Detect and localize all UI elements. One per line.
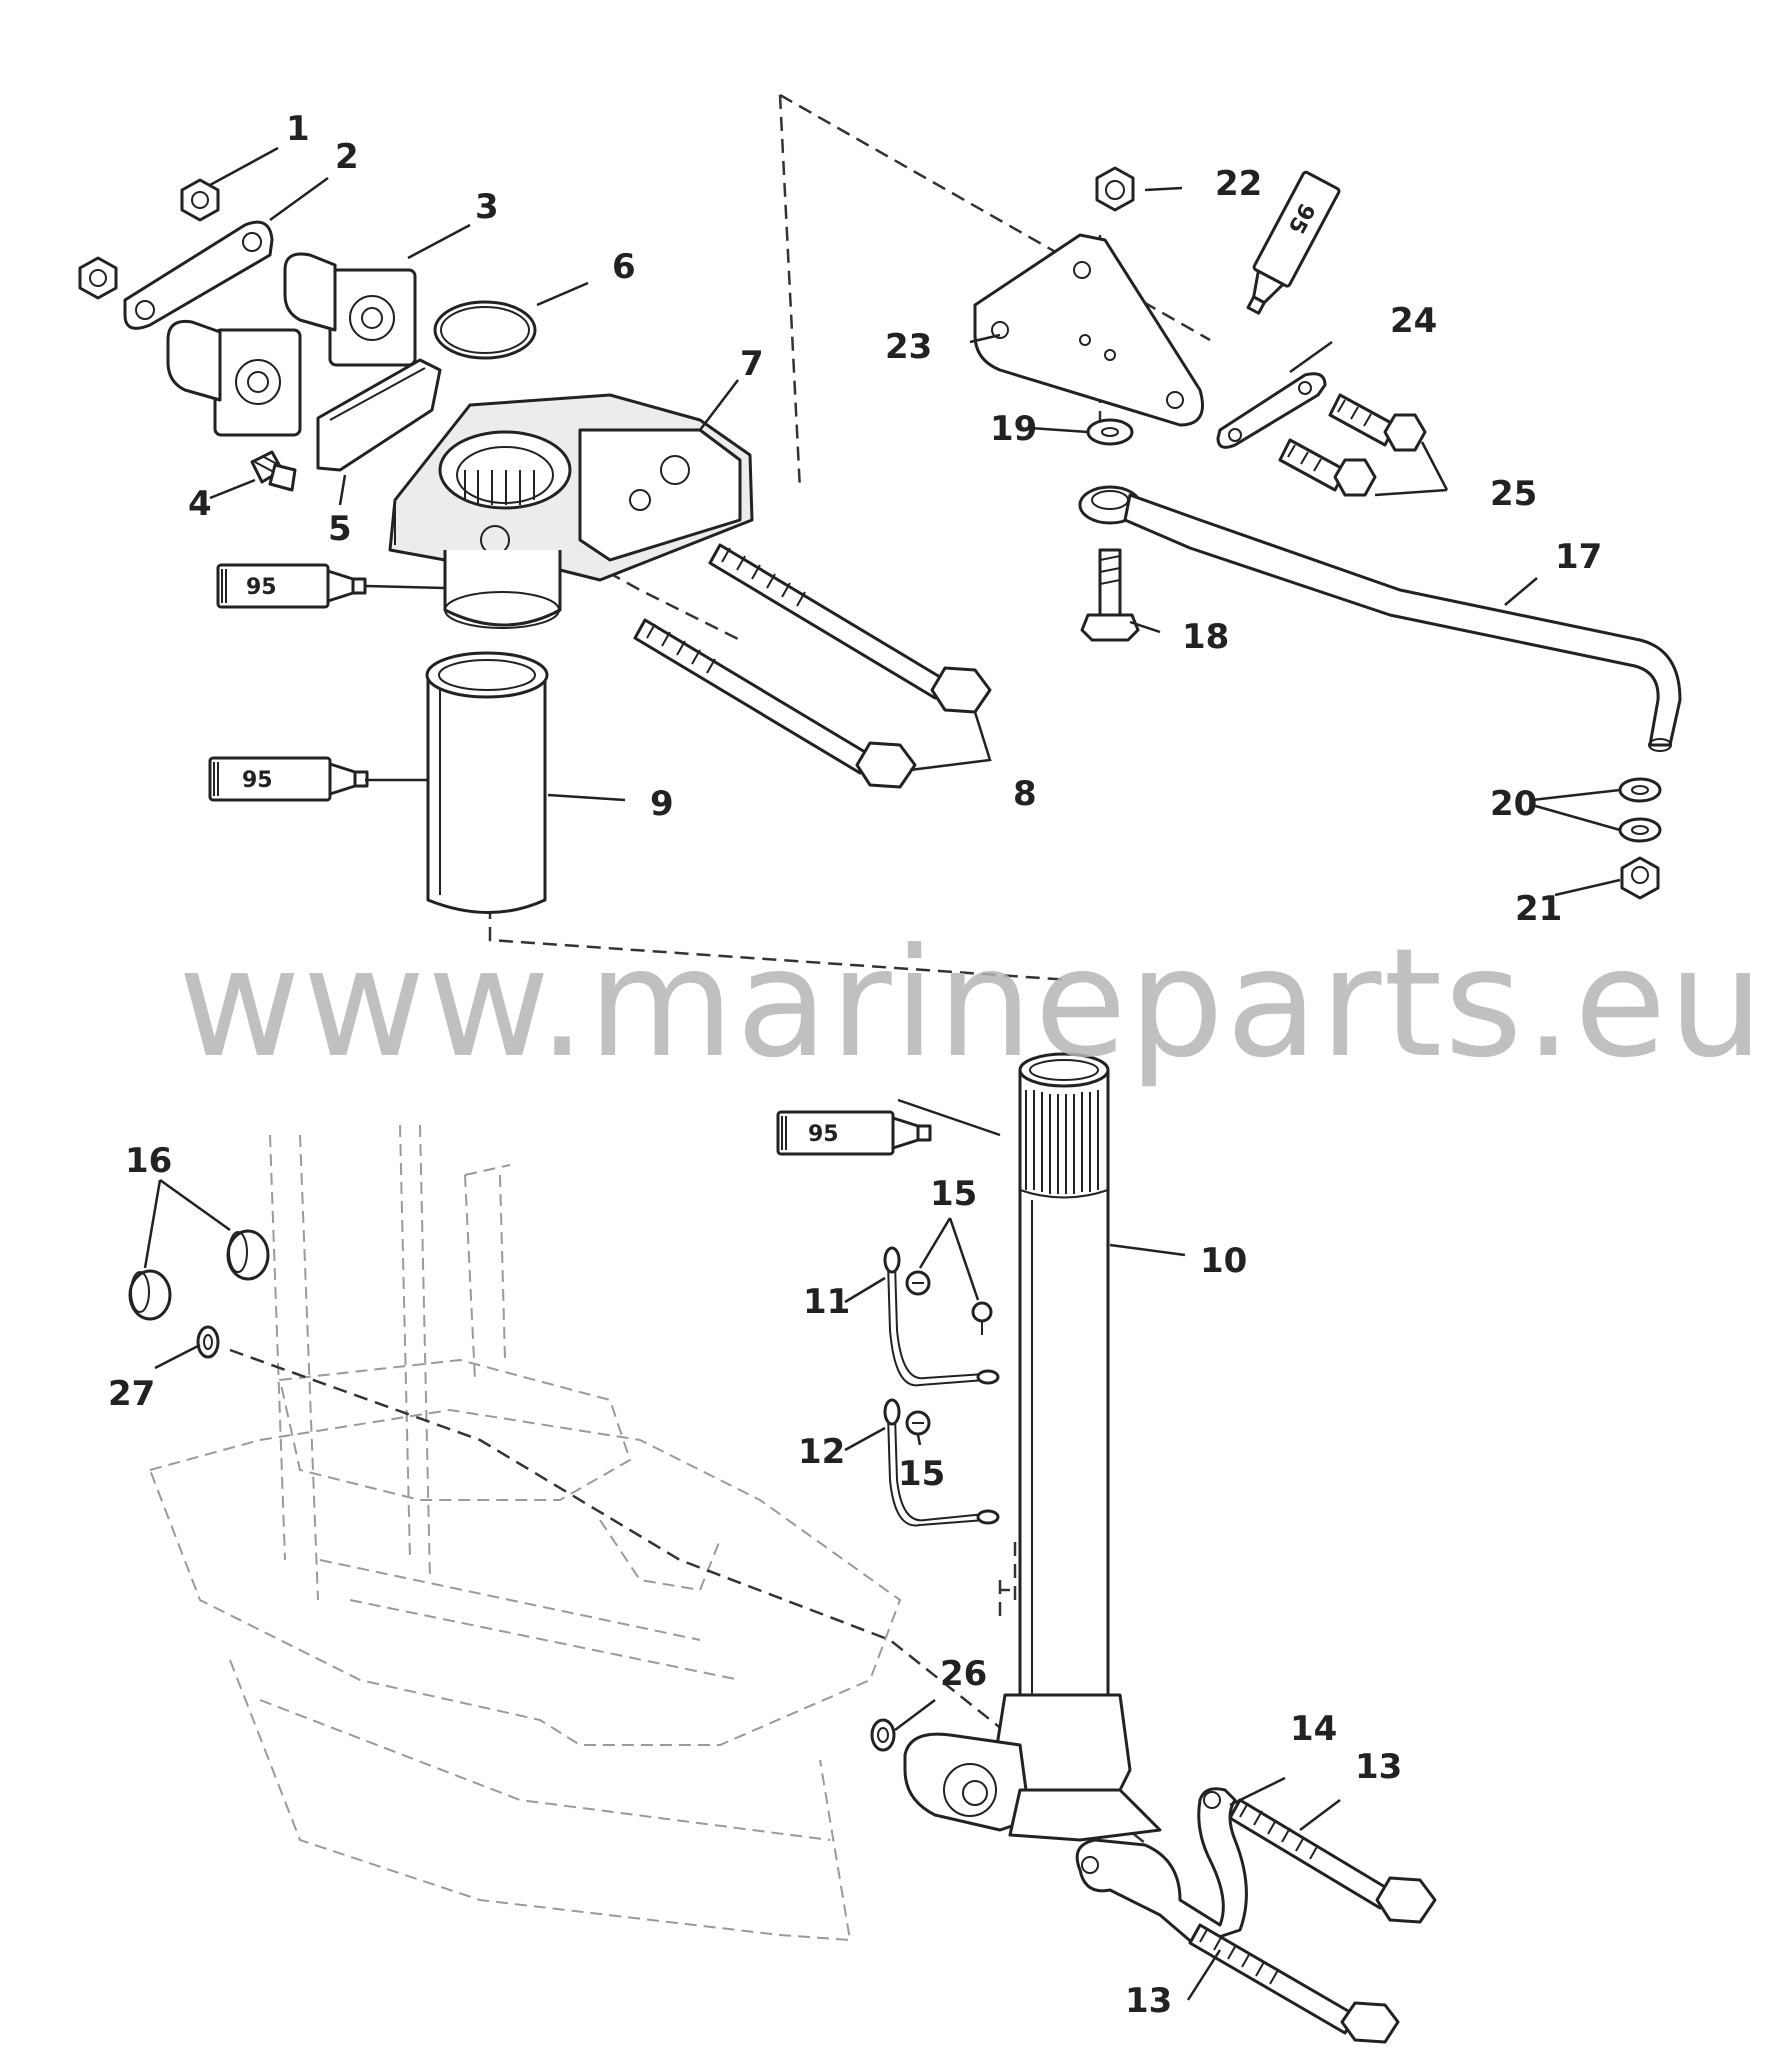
lubricant-tube-1-label: 95 — [246, 575, 277, 600]
lubricant-tube-2: 95 — [208, 756, 369, 802]
part-15-screw-a — [905, 1270, 931, 1296]
part-16-cap-lower — [128, 1269, 172, 1321]
callout-26: 26 — [940, 1654, 987, 1694]
part-3-mount-lower — [166, 319, 302, 437]
part-14-clamp — [1075, 1787, 1248, 1947]
callout-21: 21 — [1515, 889, 1562, 929]
part-7-swivel-housing — [388, 393, 754, 582]
callout-18: 18 — [1182, 617, 1229, 657]
part-16-cap-upper — [226, 1229, 270, 1281]
callout-8: 8 — [1013, 774, 1037, 814]
callout-20: 20 — [1490, 784, 1537, 824]
callout-27: 27 — [108, 1374, 155, 1414]
part-1-nut — [180, 178, 220, 222]
part-20-washer-upper — [1618, 777, 1662, 803]
lubricant-tube-2-label: 95 — [242, 768, 273, 793]
callout-5: 5 — [328, 509, 352, 549]
part-27-washer — [196, 1325, 220, 1359]
part-13-bolt-upper — [1228, 1798, 1437, 1924]
callout-numbers: 1 2 3 4 5 6 7 8 9 10 11 12 13 13 14 15 1… — [108, 109, 1602, 2021]
part-15-screw-b — [971, 1301, 993, 1335]
callout-7: 7 — [740, 344, 764, 384]
callout-4: 4 — [188, 484, 212, 524]
part-6-o-ring — [433, 300, 537, 360]
watermark-text: www.marineparts.eu — [178, 917, 1766, 1091]
part-19-washer — [1086, 418, 1134, 446]
callout-16: 16 — [125, 1141, 172, 1181]
callout-9: 9 — [650, 784, 674, 824]
part-25-bolt-lower — [1278, 438, 1377, 497]
part-13-bolt-lower — [1188, 1923, 1400, 2044]
steering-tube-base — [903, 1693, 1162, 1842]
part-21-lock-nut — [1620, 856, 1660, 900]
part-9-sleeve — [425, 651, 549, 914]
callout-25: 25 — [1490, 474, 1537, 514]
alignment-line-gearcase — [229, 1348, 1161, 1856]
leader-lines — [143, 146, 1621, 2001]
part-15-screw-c — [905, 1410, 931, 1436]
lubricant-tube-3: 95 — [1246, 170, 1341, 315]
part-26-washer — [870, 1718, 896, 1752]
part-22-nut — [1095, 166, 1135, 212]
callout-1: 1 — [286, 109, 310, 149]
part-8-bolt-upper — [708, 543, 992, 714]
callout-12: 12 — [798, 1432, 845, 1472]
lubricant-tube-4-label: 95 — [808, 1122, 839, 1147]
callout-11: 11 — [803, 1282, 850, 1322]
part-5-bracket — [316, 358, 442, 472]
part-18-bolt — [1080, 548, 1140, 642]
callout-3: 3 — [475, 187, 499, 227]
part-12-ground-strap — [883, 1398, 1000, 1527]
gearcase-outline — [148, 1124, 902, 1942]
part-3-mount-upper — [283, 252, 417, 367]
part-23-bracket — [973, 233, 1204, 427]
callout-13-upper: 13 — [1355, 1747, 1402, 1787]
lubricant-tube-4: 95 — [776, 1110, 932, 1156]
part-20-washer-lower — [1618, 817, 1662, 843]
swivel-housing-bushing — [443, 550, 562, 629]
callout-15-lower: 15 — [898, 1454, 945, 1494]
callout-2: 2 — [335, 137, 359, 177]
callout-17: 17 — [1555, 537, 1602, 577]
callout-19: 19 — [990, 409, 1037, 449]
part-4-bolt — [250, 450, 297, 492]
part-25-bolt-upper — [1328, 393, 1427, 452]
callout-24: 24 — [1390, 301, 1437, 341]
part-24-link — [1216, 372, 1327, 449]
part-11-ground-strap — [883, 1246, 1000, 1387]
part-2-plate — [123, 220, 274, 330]
callout-23: 23 — [885, 327, 932, 367]
callout-22: 22 — [1215, 164, 1262, 204]
callout-15-upper: 15 — [930, 1174, 977, 1214]
callout-10: 10 — [1200, 1241, 1247, 1281]
part-17-steering-arm — [1078, 485, 1682, 752]
callout-13-lower: 13 — [1125, 1981, 1172, 2021]
part-1-nut-second — [78, 256, 118, 300]
callout-6: 6 — [612, 247, 636, 287]
callout-14: 14 — [1290, 1709, 1337, 1749]
part-8-bolt-lower — [633, 618, 917, 789]
lubricant-tube-1: 95 — [216, 563, 367, 609]
